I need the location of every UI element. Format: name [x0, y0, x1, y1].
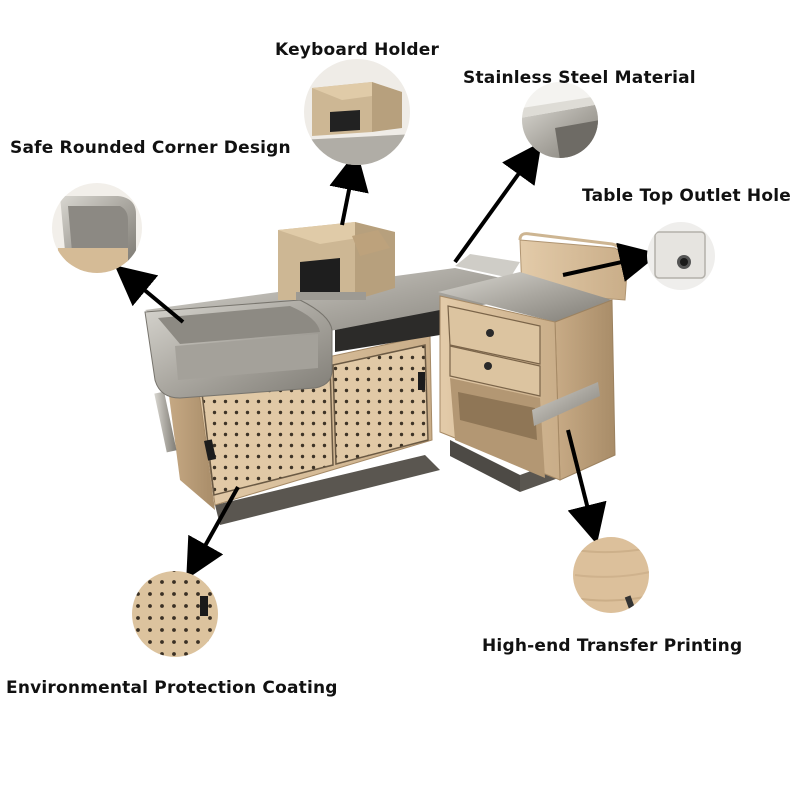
arrow-icon [186, 486, 240, 580]
rounded-corner-detail [52, 183, 142, 273]
drawer-top [447, 305, 541, 365]
counter-main-body [144, 222, 575, 525]
outlet-hole-detail [647, 222, 715, 290]
rounded-tray [144, 299, 333, 399]
label-transfer-printing: High-end Transfer Printing [482, 636, 743, 656]
protection-coating-detail [132, 571, 218, 657]
stainless-steel-detail [522, 82, 598, 158]
keyboard-holder-detail [304, 59, 410, 165]
arrow-icon [562, 242, 660, 282]
label-protection-coating: Environmental Protection Coating [6, 678, 338, 698]
pointer-arrows [114, 141, 660, 580]
drawer-bottom [449, 345, 541, 397]
arrow-icon [114, 265, 185, 324]
arrow-icon [566, 429, 607, 545]
counter-corner-cabinet [438, 232, 630, 481]
label-rounded-corner: Safe Rounded Corner Design [10, 138, 291, 158]
label-outlet-hole: Table Top Outlet Hole [582, 186, 791, 206]
transfer-printing-detail [573, 537, 649, 613]
arrow-icon [329, 150, 369, 226]
label-keyboard-holder: Keyboard Holder [275, 40, 440, 60]
keyboard-holder-illustration [278, 222, 395, 300]
label-stainless-steel: Stainless Steel Material [463, 68, 696, 88]
arrow-icon [453, 141, 542, 264]
sliding-door-right [332, 344, 429, 465]
